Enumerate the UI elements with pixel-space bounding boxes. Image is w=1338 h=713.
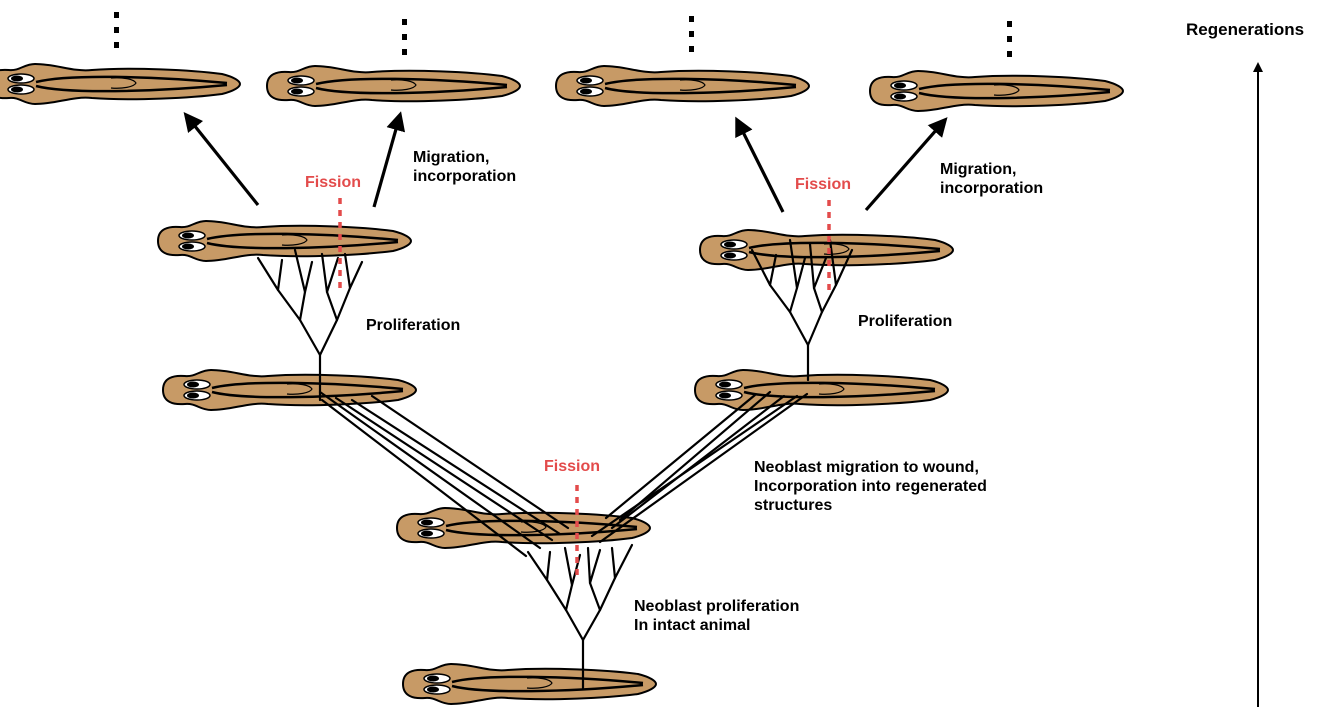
migration-label-left-line-1: Migration, bbox=[413, 148, 516, 167]
planarian-top-3 bbox=[556, 66, 809, 106]
planarian-top-4 bbox=[870, 71, 1123, 111]
neoblast-migration-label: Neoblast migration to wound, Incorporati… bbox=[754, 458, 987, 515]
planarian-intact bbox=[403, 664, 656, 704]
proliferation-label-right: Proliferation bbox=[858, 312, 952, 331]
fission-label-right: Fission bbox=[795, 175, 851, 194]
fission-label-left: Fission bbox=[305, 173, 361, 192]
migration-label-right-line-1: Migration, bbox=[940, 160, 1043, 179]
migration-label-left-line-2: incorporation bbox=[413, 167, 516, 186]
proliferation-label-left: Proliferation bbox=[366, 316, 460, 335]
neoblast-migration-line-2: Incorporation into regenerated bbox=[754, 477, 987, 496]
migration-label-left: Migration, incorporation bbox=[413, 148, 516, 186]
arrow-right-2 bbox=[866, 120, 945, 210]
lineage-tree-intact bbox=[528, 545, 632, 688]
neoblast-proliferation-line-2: In intact animal bbox=[634, 616, 799, 635]
migration-label-right: Migration, incorporation bbox=[940, 160, 1043, 198]
neoblast-proliferation-label: Neoblast proliferation In intact animal bbox=[634, 597, 799, 635]
migration-label-right-line-2: incorporation bbox=[940, 179, 1043, 198]
planarian-top-2 bbox=[267, 66, 520, 106]
planarian-regenerated-right bbox=[695, 370, 948, 410]
planarian-top-1 bbox=[0, 64, 240, 104]
planarian-regenerated-left bbox=[163, 370, 416, 410]
arrow-right-1 bbox=[737, 120, 783, 212]
neoblast-proliferation-line-1: Neoblast proliferation bbox=[634, 597, 799, 616]
neoblast-migration-line-1: Neoblast migration to wound, bbox=[754, 458, 987, 477]
planarian-proliferating-left bbox=[158, 221, 411, 261]
fission-label-bottom: Fission bbox=[544, 457, 600, 476]
planarian-proliferating-right bbox=[700, 230, 953, 270]
neoblast-migration-line-3: structures bbox=[754, 496, 987, 515]
arrow-left-1 bbox=[186, 115, 258, 205]
continuation-dots bbox=[114, 12, 1012, 57]
arrow-left-2 bbox=[374, 115, 400, 207]
regenerations-label: Regenerations bbox=[1186, 20, 1304, 39]
